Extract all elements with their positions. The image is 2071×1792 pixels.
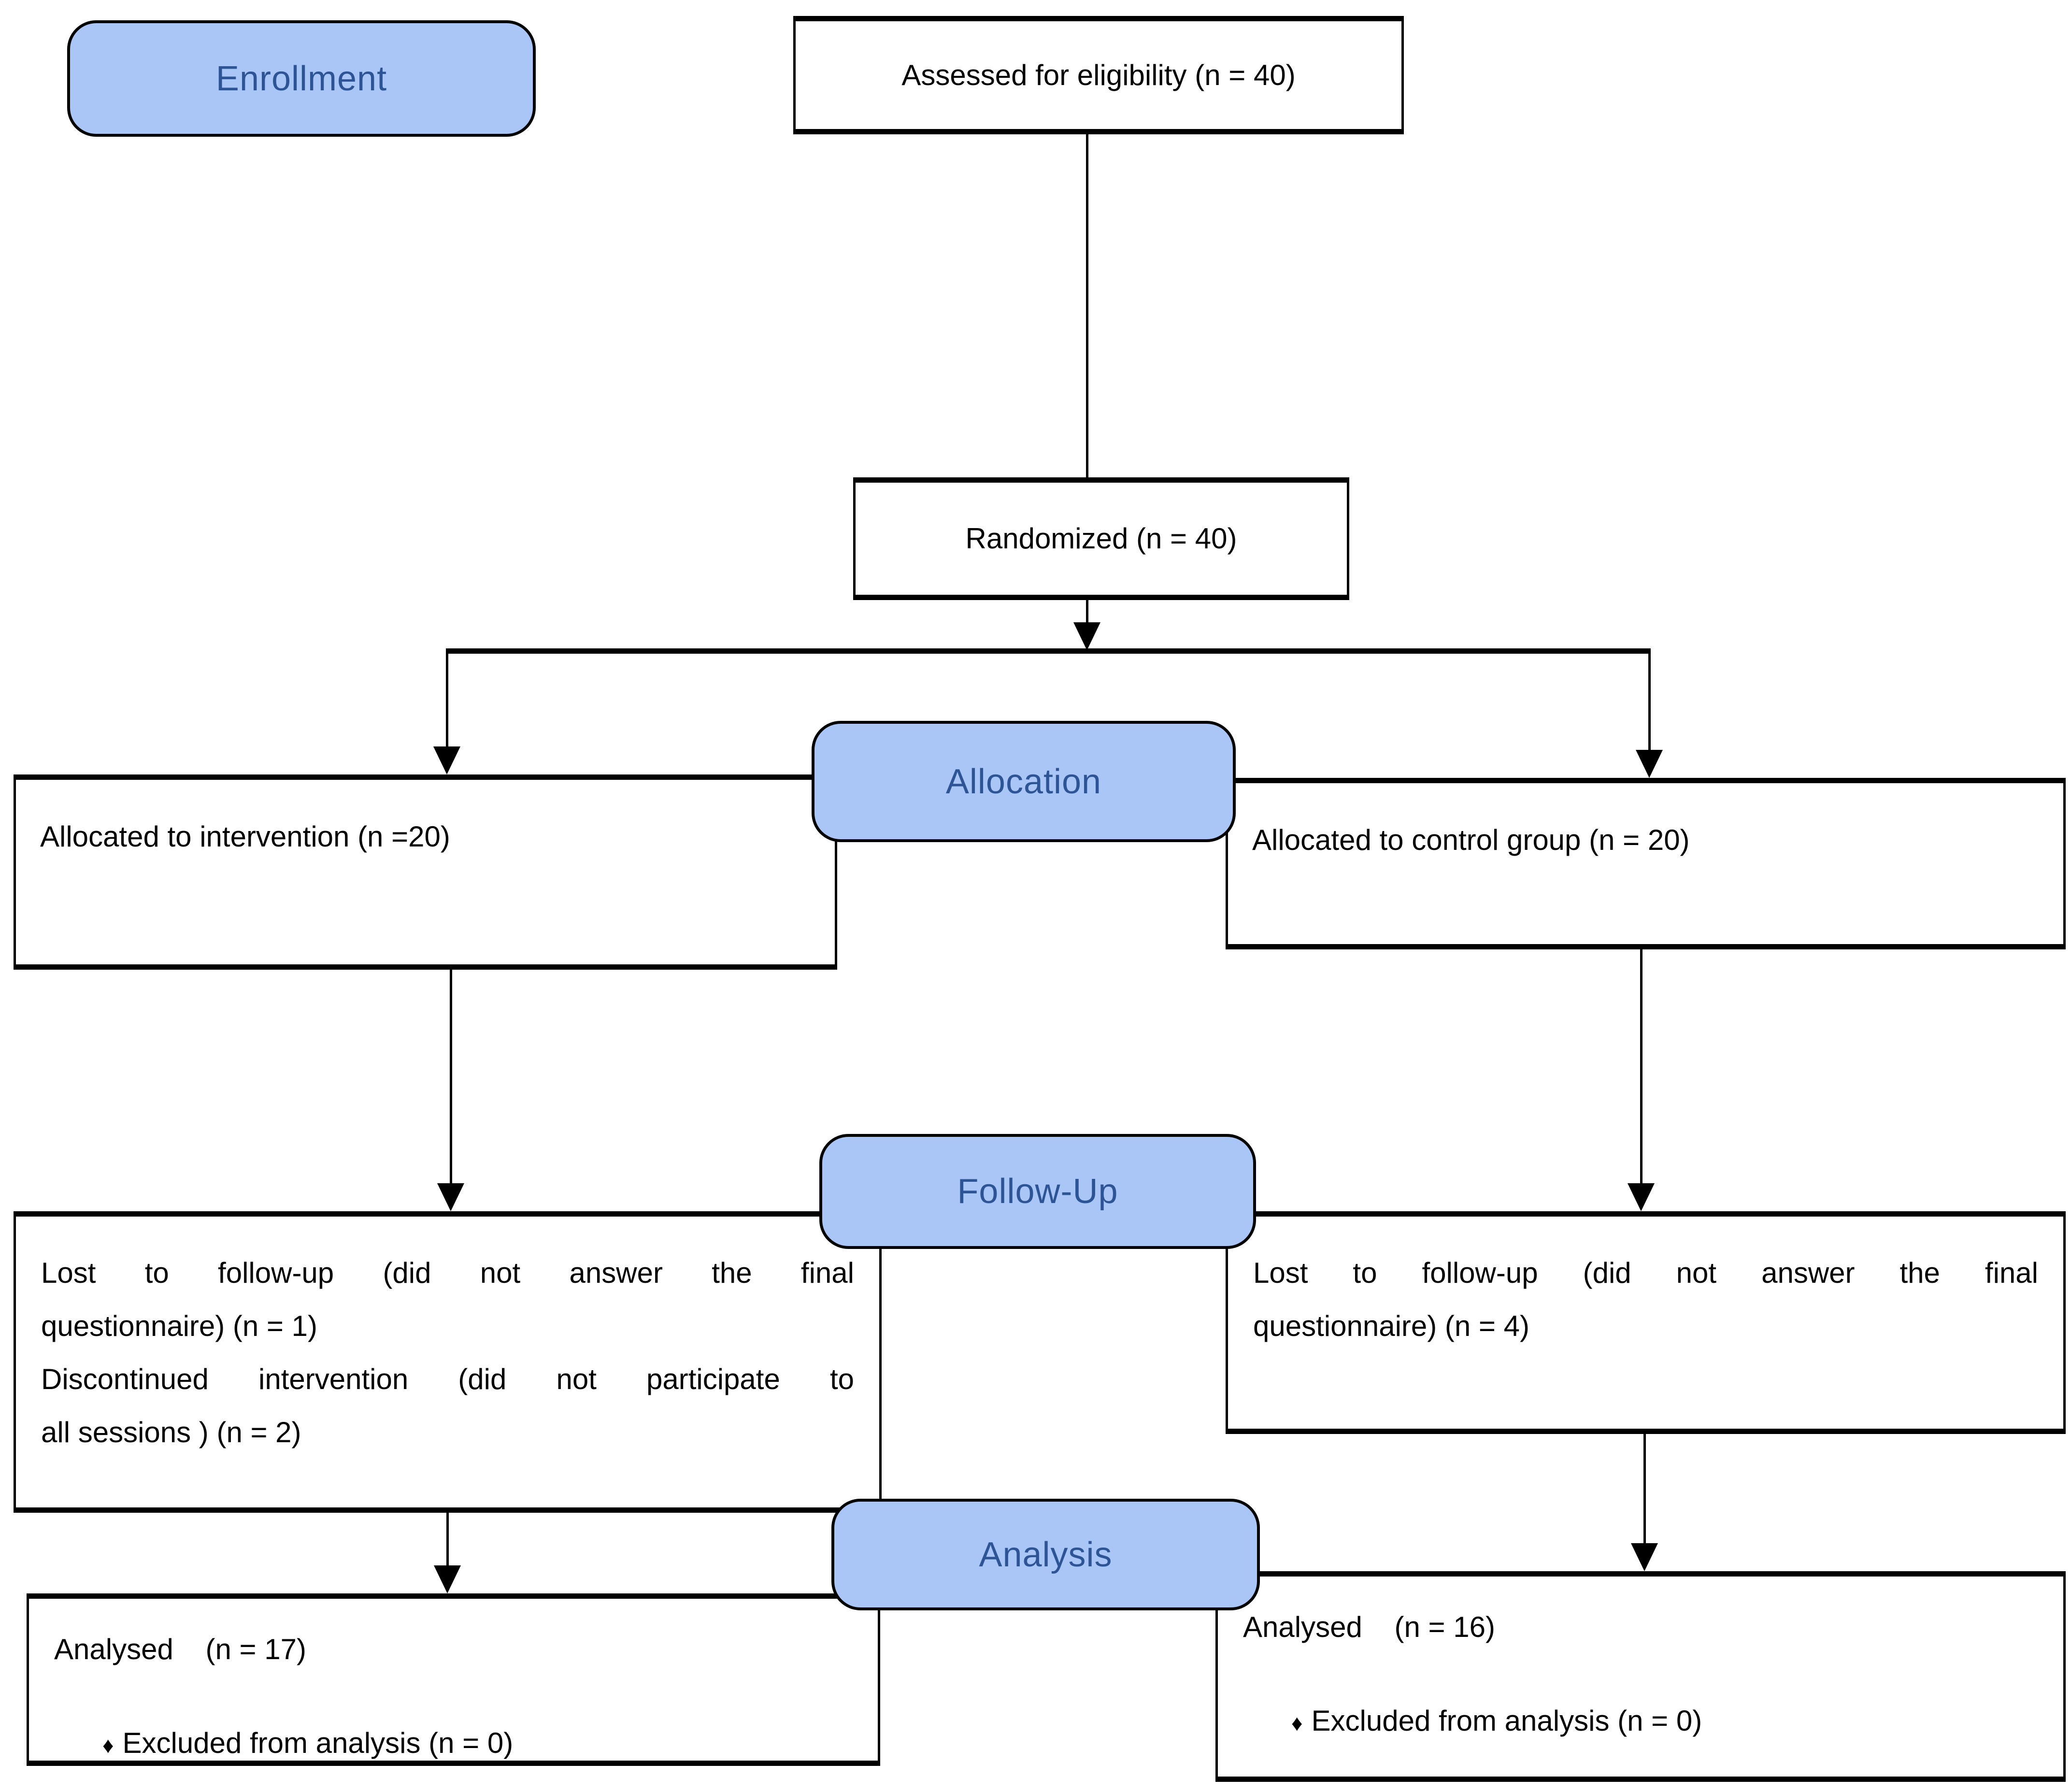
arrowhead-randomized-to-branch: [1073, 622, 1100, 650]
connector-followup-to-analysis-right: [1643, 1434, 1646, 1543]
allocated-intervention-text: Allocated to intervention (n =20): [40, 820, 450, 853]
stage-pill-follow-up: Follow-Up: [819, 1134, 1256, 1249]
analysis-control-excluded-text: Excluded from analysis (n = 0): [1311, 1705, 1702, 1737]
analysis-intervention-excluded-line: ♦ Excluded from analysis (n = 0): [54, 1695, 853, 1792]
stage-pill-enrollment: Enrollment: [67, 20, 536, 137]
followup-intervention-line-3: Discontinued intervention (did not parti…: [41, 1363, 854, 1395]
box-randomized: Randomized (n = 40): [853, 477, 1349, 600]
arrowhead-into-followup-right: [1628, 1183, 1655, 1211]
stage-pill-allocation: Allocation: [812, 721, 1236, 842]
follow-up-label: Follow-Up: [957, 1172, 1118, 1211]
box-analysis-intervention: Analysed (n = 17) ♦ Excluded from analysi…: [27, 1593, 880, 1766]
allocation-label: Allocation: [945, 762, 1102, 801]
arrowhead-into-intervention-box: [433, 746, 460, 774]
arrowhead-into-analysis-right: [1631, 1543, 1658, 1571]
followup-control-line-1: Lost to follow-up (did not answer the fi…: [1253, 1257, 2038, 1289]
connector-randomized-stem: [1086, 600, 1088, 629]
analysis-control-excluded-line: ♦ Excluded from analysis (n = 0): [1243, 1673, 2038, 1771]
connector-branch-left-vertical: [446, 654, 448, 746]
diamond-bullet-icon: ♦: [102, 1733, 114, 1758]
connector-followup-to-analysis-left: [446, 1513, 449, 1565]
arrowhead-into-control-box: [1636, 750, 1663, 778]
connector-branch-right-vertical: [1648, 654, 1651, 750]
box-followup-control: Lost to follow-up (did not answer the fi…: [1226, 1211, 2066, 1434]
arrowhead-into-analysis-left: [434, 1565, 461, 1593]
arrowhead-into-followup-left: [437, 1183, 464, 1211]
stage-pill-analysis: Analysis: [831, 1499, 1260, 1610]
analysis-control-analysed-text: Analysed (n = 16): [1243, 1611, 1495, 1643]
connector-branch-horizontal: [446, 648, 1651, 654]
analysis-label: Analysis: [979, 1535, 1113, 1574]
randomized-text: Randomized (n = 40): [965, 522, 1237, 555]
followup-control-line-2: questionnaire) (n = 4): [1253, 1310, 1529, 1342]
assessed-eligibility-text: Assessed for eligibility (n = 40): [901, 58, 1296, 91]
box-assessed-eligibility: Assessed for eligibility (n = 40): [793, 16, 1404, 134]
allocated-control-text: Allocated to control group (n = 20): [1252, 824, 1690, 856]
followup-intervention-line-1: Lost to follow-up (did not answer the fi…: [41, 1257, 854, 1289]
box-analysis-control: Analysed (n = 16) ♦ Excluded from analysi…: [1215, 1571, 2066, 1782]
box-allocated-control: Allocated to control group (n = 20): [1226, 778, 2066, 949]
box-allocated-intervention: Allocated to intervention (n =20): [14, 774, 837, 970]
connector-control-to-followup: [1640, 949, 1643, 1183]
connector-assessed-to-randomized: [1086, 134, 1088, 478]
followup-intervention-line-2: questionnaire) (n = 1): [41, 1310, 317, 1342]
box-followup-intervention: Lost to follow-up (did not answer the fi…: [14, 1211, 882, 1513]
connector-intervention-to-followup: [450, 970, 452, 1183]
followup-intervention-line-4: all sessions ) (n = 2): [41, 1416, 301, 1448]
analysis-intervention-analysed-text: Analysed (n = 17): [54, 1633, 306, 1665]
analysis-intervention-excluded-text: Excluded from analysis (n = 0): [122, 1727, 514, 1759]
enrollment-label: Enrollment: [215, 59, 387, 98]
diamond-bullet-icon: ♦: [1291, 1710, 1303, 1735]
